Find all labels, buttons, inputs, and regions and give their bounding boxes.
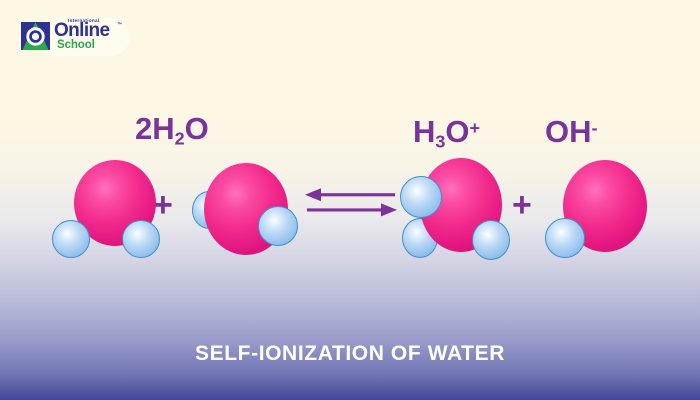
formula-hydroxide-base: OH xyxy=(545,114,592,150)
formula-hydroxide-charge: - xyxy=(591,118,598,138)
logo-tagline: International xyxy=(68,18,100,23)
hydrogen-atom xyxy=(52,220,90,258)
formula-label-water: 2H2O xyxy=(135,113,209,154)
formula-label-hydronium: H3O+ xyxy=(413,113,480,157)
formula-hydronium-subscript: 3 xyxy=(435,131,446,152)
formula-water-subscript: 2 xyxy=(174,128,185,149)
formula-hydronium-charge: + xyxy=(469,118,481,138)
molecule-hydronium xyxy=(400,158,528,264)
hydrogen-atom xyxy=(258,206,298,246)
o-ring-logo-icon xyxy=(20,20,52,52)
hydrogen-atom xyxy=(122,220,160,258)
page-title: SELF-IONIZATION OF WATER xyxy=(195,342,505,365)
molecule-hydroxide xyxy=(545,160,655,260)
formula-hydronium-base: H xyxy=(413,114,436,150)
hydrogen-atom xyxy=(400,176,442,218)
hydrogen-atom xyxy=(545,218,585,258)
formula-water-base: 2H xyxy=(135,111,175,146)
double-equilibrium-arrow-icon xyxy=(305,186,397,220)
logo-wordmark: International Online ™ School xyxy=(54,16,132,58)
logo-trademark-icon: ™ xyxy=(117,22,122,28)
formula-label-hydroxide: OH- xyxy=(545,113,597,147)
plus-operator-products: + xyxy=(512,186,532,224)
plus-operator-reactants: + xyxy=(153,186,173,224)
logo-primary-word: Online xyxy=(54,20,110,41)
logo-backdrop-plate xyxy=(36,18,130,56)
brand-logo: International Online ™ School xyxy=(18,16,130,58)
formula-hydronium-tail: O xyxy=(445,114,470,150)
formula-water-tail: O xyxy=(184,111,209,146)
logo-secondary-word: School xyxy=(57,39,95,51)
molecule-water-1 xyxy=(48,160,178,260)
hydrogen-atom xyxy=(472,220,510,260)
molecule-water-2 xyxy=(192,163,312,263)
